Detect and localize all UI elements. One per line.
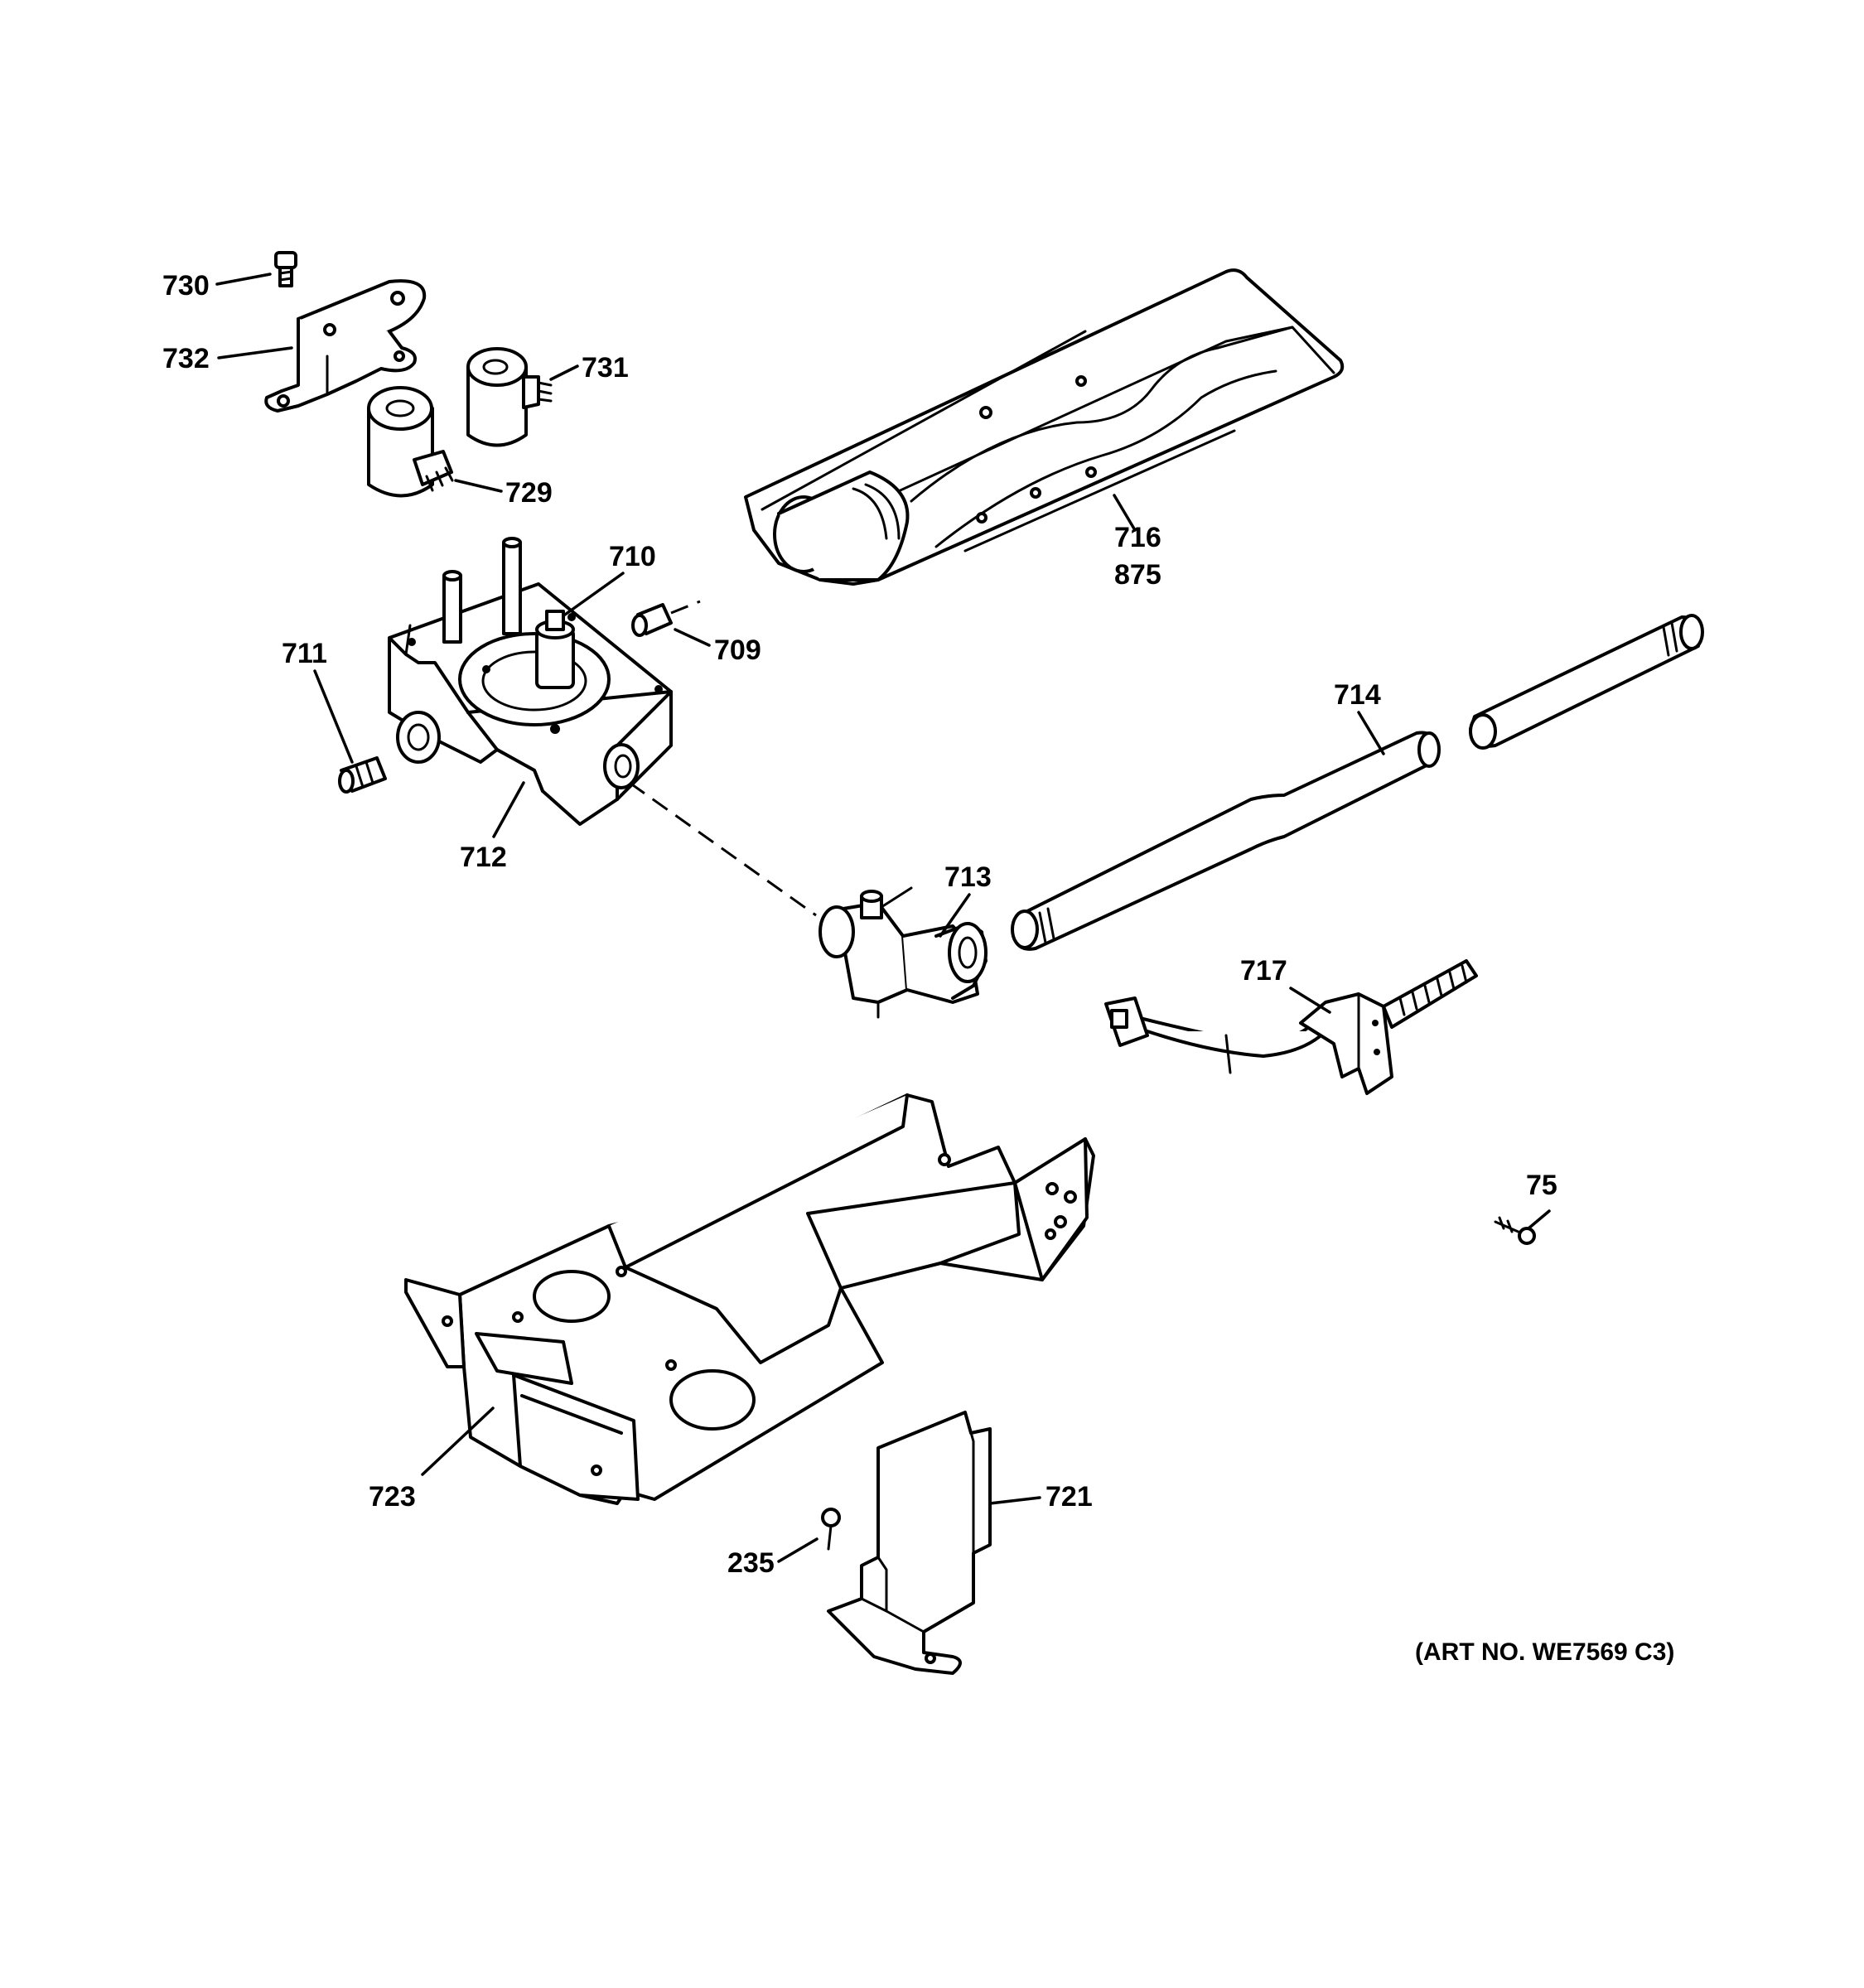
screw-235 (821, 1508, 841, 1551)
igniter-717 (1104, 959, 1478, 1095)
valve-713 (819, 886, 988, 1019)
label-717: 717 (1240, 955, 1287, 987)
leader-717 (1289, 987, 1331, 1014)
label-713: 713 (944, 861, 992, 893)
label-711: 711 (282, 638, 327, 669)
bracket-723 (404, 1093, 1095, 1505)
leader-721 (988, 1496, 1041, 1505)
leader-75 (1527, 1209, 1551, 1230)
solenoid-coil-731 (466, 347, 553, 447)
plug-711 (338, 756, 387, 794)
screw-730 (274, 251, 297, 287)
label-235: 235 (727, 1547, 775, 1579)
tube-714 (1011, 614, 1704, 951)
leader-714 (1357, 711, 1385, 755)
art-number: (ART NO. WE7569 C3) (1415, 1638, 1674, 1666)
label-875: 875 (1114, 559, 1161, 591)
leader-729 (454, 479, 503, 493)
leader-716 (1113, 494, 1137, 532)
label-723: 723 (369, 1481, 416, 1513)
gas-valve-712 (388, 537, 673, 826)
label-731: 731 (582, 352, 629, 384)
leader-732 (217, 346, 293, 359)
leader-710 (563, 572, 625, 616)
leader-731 (549, 364, 579, 381)
assembly-line-fitting (670, 600, 701, 615)
label-75: 75 (1526, 1170, 1557, 1201)
bracket-732 (264, 279, 427, 413)
leader-712 (492, 781, 525, 838)
label-721: 721 (1045, 1481, 1093, 1513)
label-730: 730 (162, 270, 210, 302)
label-716: 716 (1114, 522, 1161, 553)
leader-730 (215, 273, 272, 286)
label-712: 712 (460, 842, 507, 873)
leader-713 (939, 893, 971, 938)
burner-716 (744, 268, 1345, 586)
shield-721 (827, 1411, 992, 1675)
leader-723 (421, 1407, 495, 1476)
leader-711 (313, 669, 354, 764)
leader-709 (674, 628, 711, 647)
fitting-709 (631, 603, 673, 637)
solenoid-coil-729 (367, 386, 454, 498)
leader-235 (777, 1537, 819, 1563)
assembly-line-valve (629, 781, 817, 917)
label-732: 732 (162, 343, 210, 374)
label-729: 729 (505, 477, 553, 509)
label-714: 714 (1334, 679, 1381, 711)
label-709: 709 (714, 635, 761, 666)
screw-75 (1494, 1216, 1536, 1245)
label-710: 710 (609, 541, 656, 572)
